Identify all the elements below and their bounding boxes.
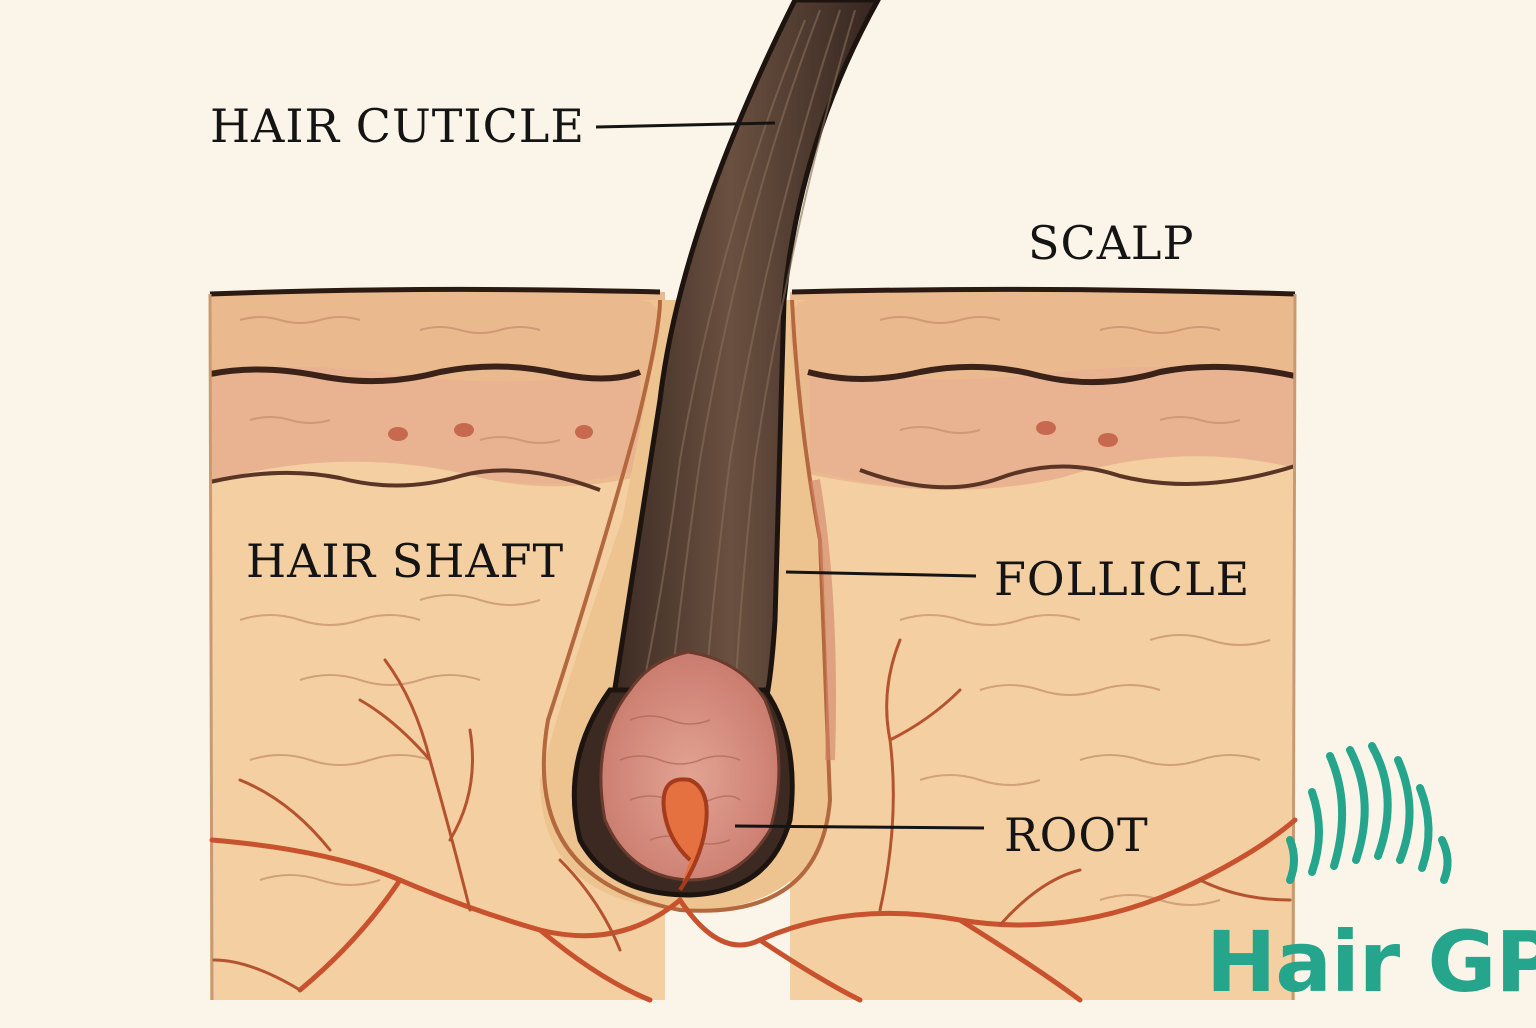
brand-logo-text: Hair GP	[1206, 913, 1536, 1011]
skin-left-edge	[208, 293, 214, 1001]
follicle-pink-stripe	[810, 479, 836, 761]
dermis-band-left	[210, 366, 640, 484]
hair-strands	[639, 9, 856, 701]
dermis-line-left	[209, 468, 601, 492]
leader-cuticle	[595, 121, 776, 129]
skin-texture	[239, 316, 1271, 906]
skin-right-edge	[1291, 293, 1297, 1001]
hair-shaft	[607, 0, 881, 723]
pore-dots	[388, 421, 1118, 447]
capillaries	[212, 638, 1292, 992]
epidermis-line-left	[209, 363, 642, 385]
dermal-papilla	[599, 650, 781, 882]
dermis-line-right	[859, 464, 1296, 490]
root-loop	[661, 777, 709, 892]
label-hair-cuticle: HAIR CUTICLE	[210, 99, 585, 153]
label-hair-shaft: HAIR SHAFT	[246, 534, 565, 588]
epidermis-line-right	[807, 363, 1296, 386]
wavy-lines-icon	[1286, 742, 1452, 884]
label-follicle: FOLLICLE	[994, 552, 1251, 606]
leader-root	[734, 824, 985, 830]
label-root: ROOT	[1004, 808, 1149, 862]
leader-lines	[595, 121, 985, 830]
leader-follicle	[785, 570, 977, 578]
skin-top-outline	[209, 286, 1296, 297]
skin-block	[208, 286, 1297, 1001]
label-scalp: SCALP	[1028, 216, 1195, 270]
